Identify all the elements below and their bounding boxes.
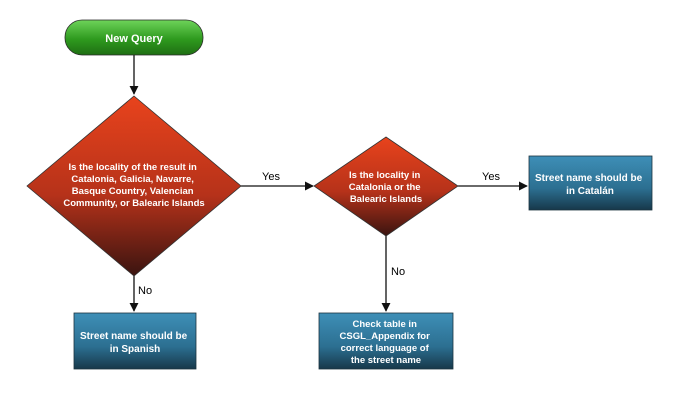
edges <box>129 55 528 312</box>
result-spanish-line: in Spanish <box>110 344 161 355</box>
edge-label-region-no: No <box>138 285 152 297</box>
result-spanish-line: Street name should be <box>80 331 188 342</box>
decision-region-line: Is the locality of the result in <box>69 162 197 173</box>
edge-label-catalonia-yes: Yes <box>482 171 500 183</box>
result-check-table-line: CSGL_Appendix for <box>340 331 431 342</box>
decision-catalonia-line: Is the locality in <box>349 170 420 181</box>
result-catalan-text: Street name should be in Catalán <box>535 173 645 197</box>
result-spanish-box: Street name should be in Spanish <box>73 312 197 370</box>
result-catalan-box: Street name should be in Catalán <box>528 155 653 211</box>
result-check-table-line: the street name <box>351 355 421 366</box>
result-check-table-line: correct language of <box>341 343 430 354</box>
decision-region-line: Community, or Balearic Islands <box>63 198 204 209</box>
decision-catalonia-line: Balearic Islands <box>350 194 422 205</box>
decision-region-line: Basque Country, Valencian <box>72 186 194 197</box>
result-catalan-line: in Catalán <box>566 186 614 197</box>
decision-catalonia-text: Is the locality in Catalonia or the Bale… <box>349 170 423 205</box>
result-check-table-box: Check table in CSGL_Appendix for correct… <box>318 312 454 370</box>
decision-catalonia-line: Catalonia or the <box>349 182 421 193</box>
decision-region: Is the locality of the result in Catalon… <box>26 95 242 277</box>
result-check-table-text: Check table in CSGL_Appendix for correct… <box>340 319 433 366</box>
start-node-label: New Query <box>105 33 163 45</box>
edge-label-region-yes: Yes <box>262 171 280 183</box>
start-node: New Query <box>64 19 204 56</box>
result-spanish-text: Street name should be in Spanish <box>80 331 190 355</box>
result-catalan-line: Street name should be <box>535 173 643 184</box>
result-check-table-line: Check table in <box>352 319 417 330</box>
decision-region-text: Is the locality of the result in Catalon… <box>63 162 204 209</box>
decision-region-line: Catalonia, Galicia, Navarre, <box>71 174 194 185</box>
decision-catalonia: Is the locality in Catalonia or the Bale… <box>313 136 459 237</box>
edge-label-catalonia-no: No <box>391 266 405 278</box>
